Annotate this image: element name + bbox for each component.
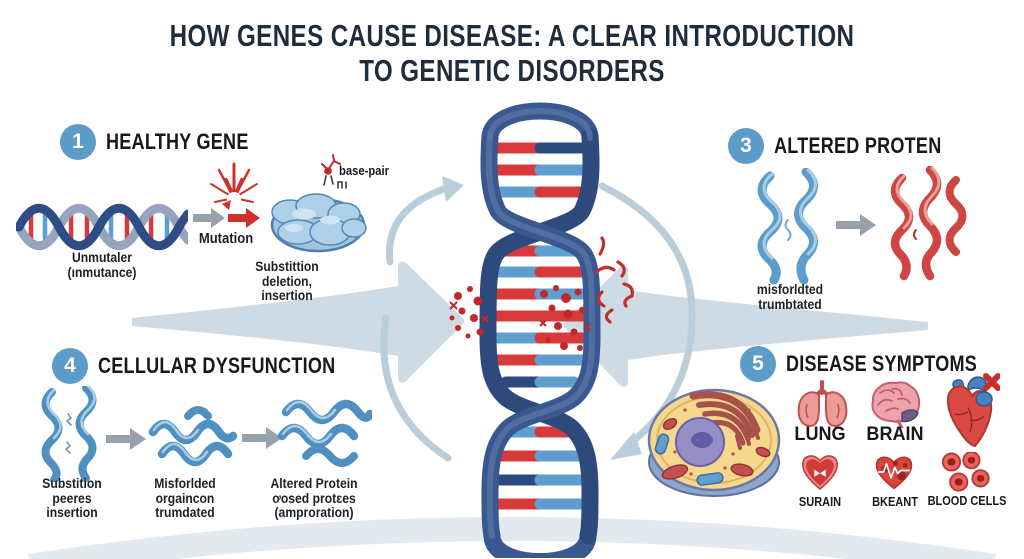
section-4-badge: 4 [52, 348, 88, 384]
cytoplasm-dots [673, 408, 751, 476]
blood-cells-label: BLOOD CELLS [927, 494, 1007, 508]
section-3-badge: 3 [728, 128, 764, 164]
unmutated-label: Unmutaler (ınmutance) [67, 250, 137, 280]
section-1-badge: 1 [60, 124, 96, 160]
red-x-mark [983, 373, 1000, 391]
gray-arrow-icon [193, 208, 225, 228]
surain-label: SURAIN [798, 495, 842, 509]
heart-anatomical-icon [946, 373, 1000, 448]
dna-strands [479, 102, 601, 558]
section-5-heading: DISEASE SYMPTOMS [786, 351, 978, 376]
central-dna-helix [449, 102, 634, 558]
section-1-heading: HEALTHY GENE [106, 129, 249, 154]
bottom-swoosh [28, 517, 996, 559]
red-arrow-icon [228, 208, 260, 228]
section-3-heading: ALTERED PROTEN [774, 133, 942, 158]
blue-protein-ribbons-icon [757, 168, 818, 285]
misfolded-label: misforldted trumbtated [756, 282, 824, 312]
cell-illustration [647, 388, 781, 497]
cycle-arc-top-left [385, 185, 448, 266]
protein-step1-icon [41, 386, 97, 482]
protein-step3-icon [278, 399, 372, 467]
dna-damage-particles [449, 285, 591, 351]
blood-cells-icon [941, 452, 990, 492]
title-line-1: HOW GENES CAUSE DISEASE: A CLEAR INTRODU… [169, 18, 855, 53]
brain-icon [871, 381, 921, 428]
heart-bow-icon [801, 455, 839, 491]
cycle-arrowhead-down [610, 432, 642, 460]
cycle-arrowhead-up [442, 176, 464, 202]
mutation-label: Mutation [198, 231, 254, 247]
gray-arrow-icon [106, 428, 146, 450]
lungs-icon [797, 380, 848, 428]
protein-blob-icon [270, 193, 367, 253]
mitochondria [661, 418, 771, 480]
lung-label: LUNG [794, 424, 846, 445]
base-pair-label: base-pair [339, 164, 390, 178]
pulse-line [878, 462, 910, 479]
section-5-badge: 5 [740, 346, 776, 382]
misfolded-protein-squiggles [594, 236, 634, 324]
substitution-label: Substittion deletion, insertion [255, 259, 319, 303]
protein-step2-icon [148, 406, 238, 467]
red-protein-ribbons-icon [890, 166, 967, 281]
organelles [654, 433, 724, 486]
page-title: HOW GENES CAUSE DISEASE: A CLEAR INTRODU… [0, 18, 1024, 88]
step1-label: Substition peeres insertion [42, 476, 102, 520]
gray-arrow-icon [836, 214, 876, 236]
mutation-starburst-icon [210, 162, 258, 210]
title-line-2: TO GENETIC DISORDERS [359, 53, 665, 88]
bkeant-label: BKEANT [872, 495, 918, 509]
heart-pulse-icon [875, 456, 913, 490]
base-pair-marker-icon [321, 154, 347, 189]
horizontal-dna-icon [16, 203, 188, 251]
right-swoosh-arrow [563, 265, 928, 387]
step3-label: Altered Protein ơosed protɛes (amprorati… [270, 476, 358, 520]
cycle-arc-bottom-left [380, 314, 452, 462]
gray-arrow-icon [242, 427, 282, 449]
brain-label: BRAIN [866, 424, 924, 445]
section-4-heading: CELLULAR DYSFUNCTION [98, 353, 336, 378]
endoplasmic-reticulum [689, 391, 761, 450]
step2-label: Misforlded orgaincon trumdated [154, 476, 216, 520]
